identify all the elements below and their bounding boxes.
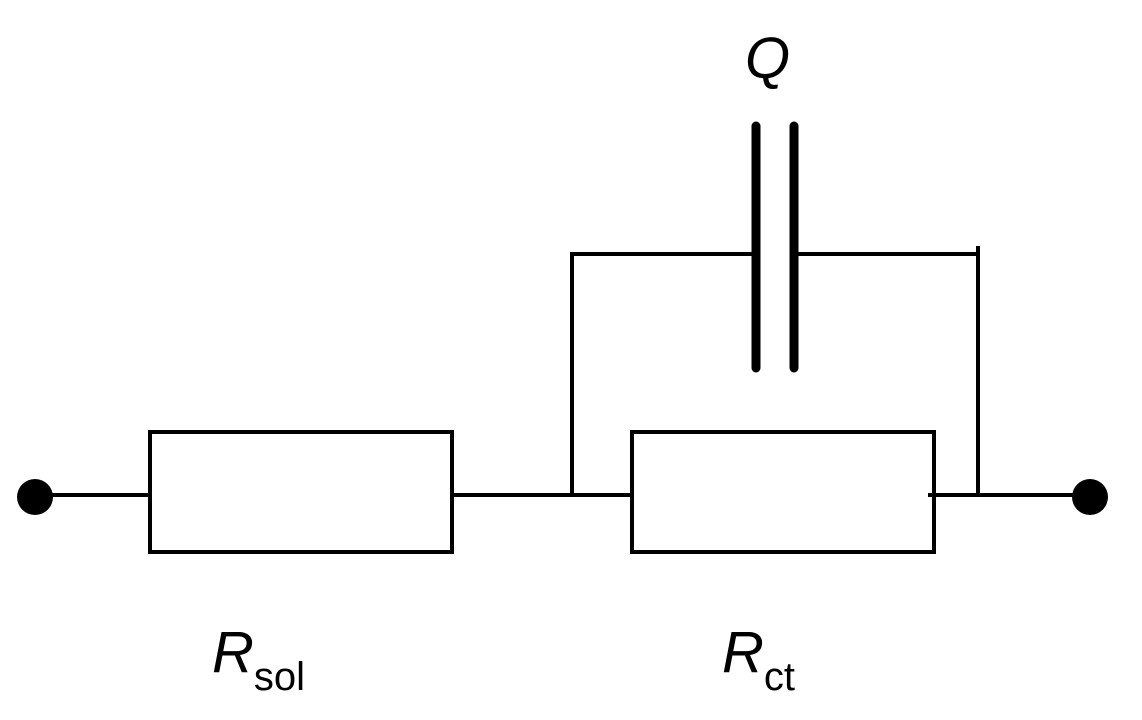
label-r-sol-symbol: R — [212, 620, 254, 685]
label-r-sol: Rsol — [212, 620, 305, 699]
label-r-ct-subscript: ct — [764, 655, 795, 699]
label-q: Q — [745, 26, 790, 91]
resistor-r-ct — [630, 430, 936, 554]
resistor-r-sol — [148, 430, 454, 554]
label-r-ct: Rct — [722, 620, 795, 699]
label-r-sol-subscript: sol — [254, 655, 305, 699]
right-terminal — [1072, 479, 1108, 515]
label-r-ct-symbol: R — [722, 620, 764, 685]
